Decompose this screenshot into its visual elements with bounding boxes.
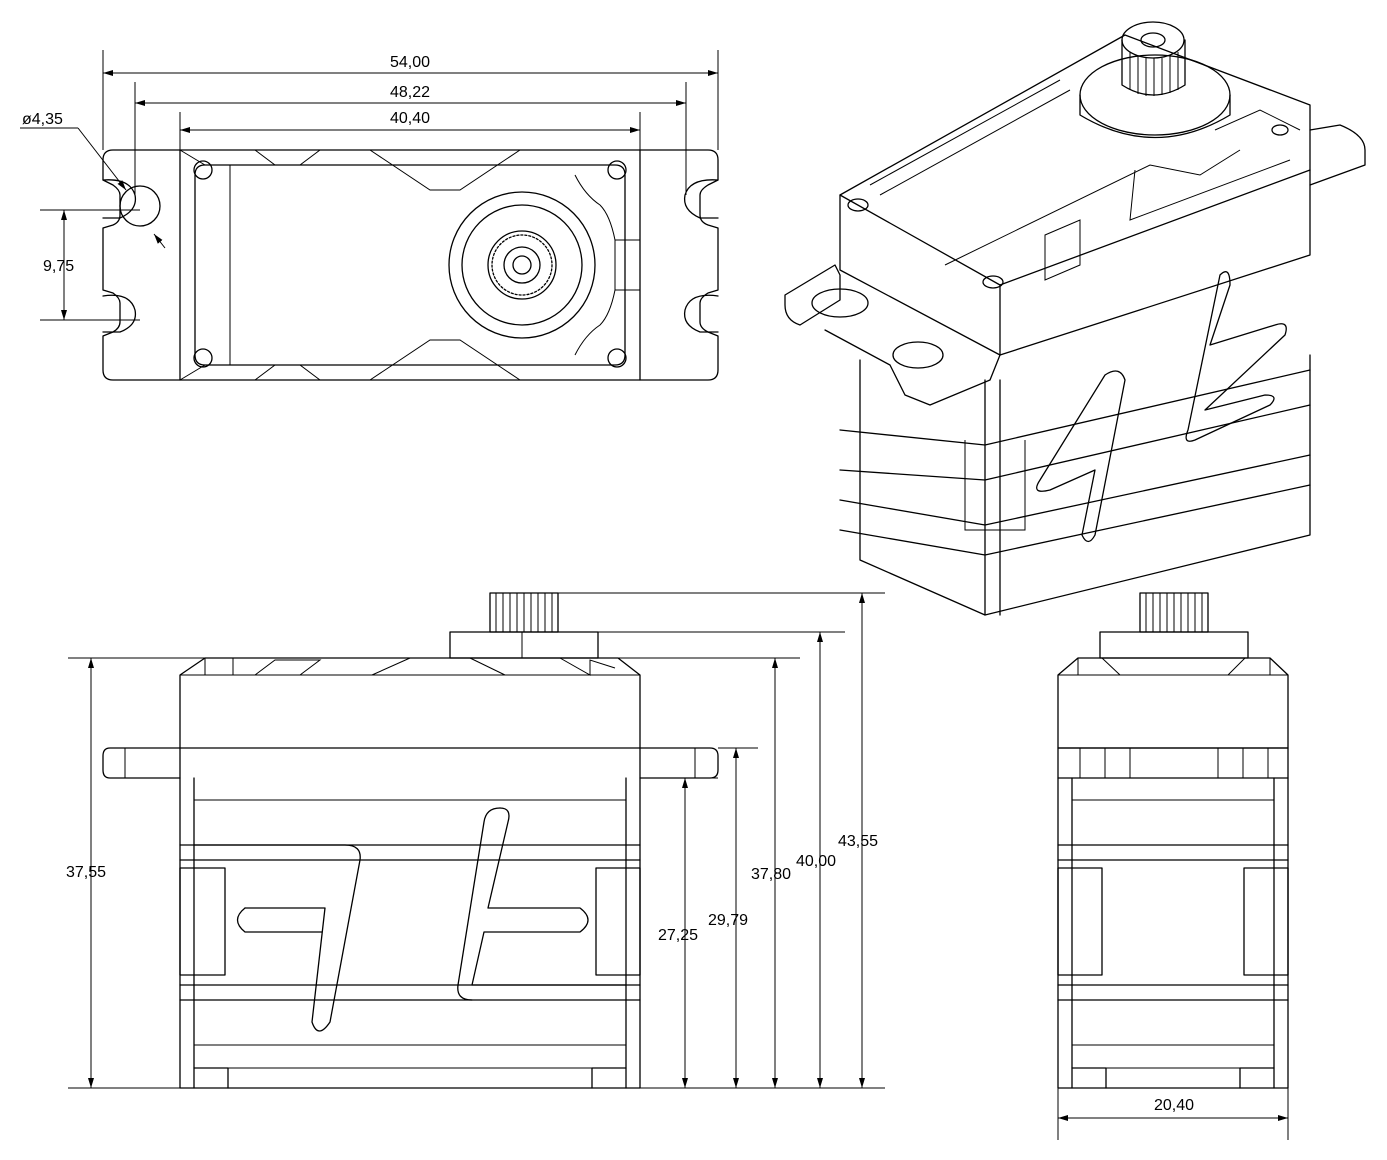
dim-flange-bottom: 27,25 <box>658 927 698 944</box>
dim-body-length: 40,40 <box>390 110 430 127</box>
side-view: 37,55 27,25 29,79 37,80 40,00 43,55 <box>66 592 885 1089</box>
dim-spline-top: 43,55 <box>838 833 878 850</box>
isometric-view <box>784 21 1366 616</box>
end-view: 20,40 <box>1057 592 1289 1140</box>
dim-overall-length: 54,00 <box>390 54 430 71</box>
dim-hole-pitch: 9,75 <box>43 258 74 275</box>
dim-hole-spacing: 48,22 <box>390 84 430 101</box>
dim-width: 20,40 <box>1154 1097 1194 1114</box>
dim-case-top: 37,80 <box>751 866 791 883</box>
dim-flange-top: 29,79 <box>708 912 748 929</box>
dim-cap-top: 40,00 <box>796 853 836 870</box>
dim-hole-diameter: ø4,35 <box>22 111 63 128</box>
dim-body-height: 37,55 <box>66 864 106 881</box>
top-view: 54,00 48,22 40,40 ø4,35 9,75 <box>20 50 719 381</box>
